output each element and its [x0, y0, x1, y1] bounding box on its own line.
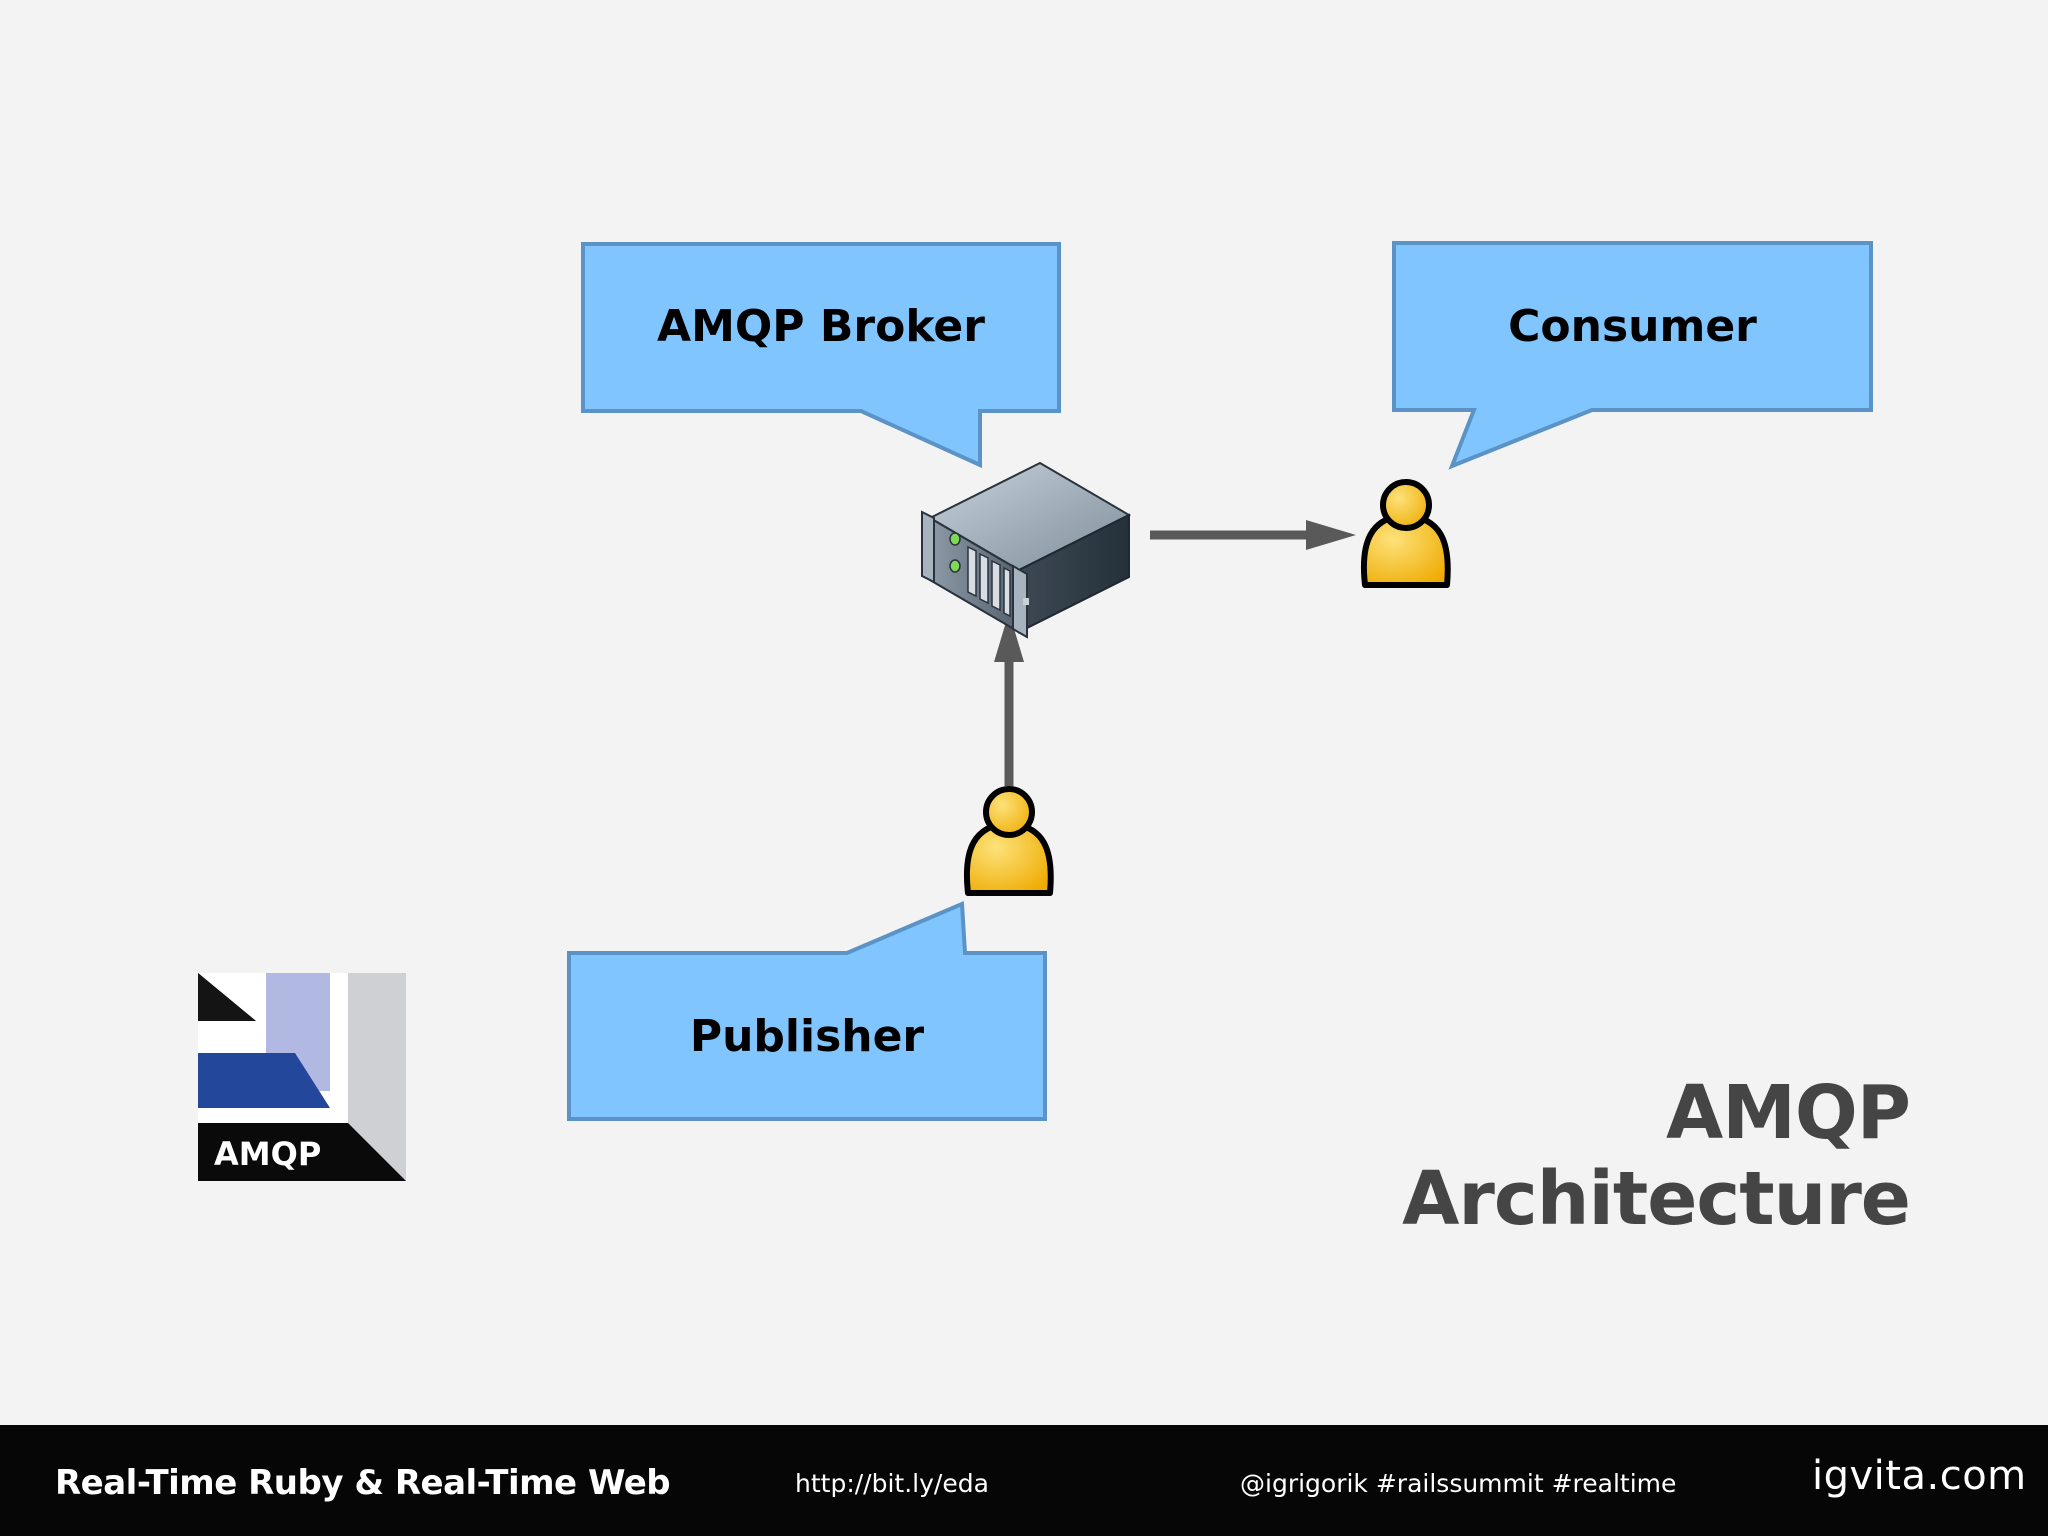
footer-bar: Real-Time Ruby & Real-Time Web http://bi… — [0, 1425, 2048, 1536]
publisher-callout — [567, 901, 1047, 1121]
consumer-label: Consumer — [1508, 301, 1757, 352]
diagram-canvas: AMQP Broker Consumer Publisher AMQP Arch… — [198, 241, 1911, 1242]
footer-link[interactable]: http://bit.ly/eda — [795, 1469, 989, 1498]
broker-callout — [581, 242, 1061, 469]
publisher-label: Publisher — [689, 1011, 925, 1062]
consumer-callout — [1392, 241, 1873, 470]
arrow-broker-to-consumer — [1150, 520, 1356, 550]
amqp-logo: AMQP — [198, 973, 406, 1181]
footer-brand: igvita.com — [1812, 1453, 2027, 1499]
server-icon — [921, 461, 1132, 639]
amqp-logo-text: AMQP — [214, 1135, 321, 1173]
arrow-publisher-to-broker — [994, 612, 1024, 786]
diagram-svg — [567, 241, 1873, 1121]
broker-label: AMQP Broker — [657, 301, 985, 352]
slide-title: AMQP Architecture — [1402, 1070, 1911, 1242]
consumer-user-icon — [1360, 479, 1451, 588]
publisher-user-icon — [963, 786, 1054, 896]
footer-title: Real-Time Ruby & Real-Time Web — [55, 1463, 671, 1503]
footer-tags: @igrigorik #railssummit #realtime — [1240, 1469, 1677, 1498]
